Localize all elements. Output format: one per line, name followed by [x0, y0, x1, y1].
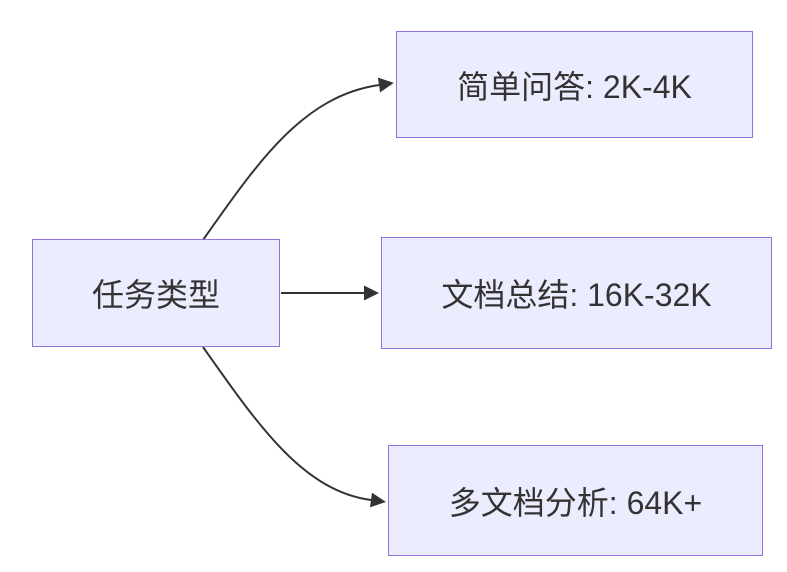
node-task-type-label: 任务类型	[91, 277, 220, 313]
edge-root-to-simple-qa	[202, 77, 394, 241]
node-doc-summary-label: 文档总结: 16K-32K	[441, 277, 712, 313]
node-simple-qa-label: 简单问答: 2K-4K	[457, 68, 692, 105]
node-multi-doc: 多文档分析: 64K+	[388, 445, 763, 556]
node-task-type: 任务类型	[32, 239, 280, 347]
node-simple-qa: 简单问答: 2K-4K	[396, 31, 753, 138]
edge-root-to-multi-doc	[202, 346, 386, 508]
node-doc-summary: 文档总结: 16K-32K	[381, 237, 772, 349]
node-multi-doc-label: 多文档分析: 64K+	[448, 484, 703, 521]
